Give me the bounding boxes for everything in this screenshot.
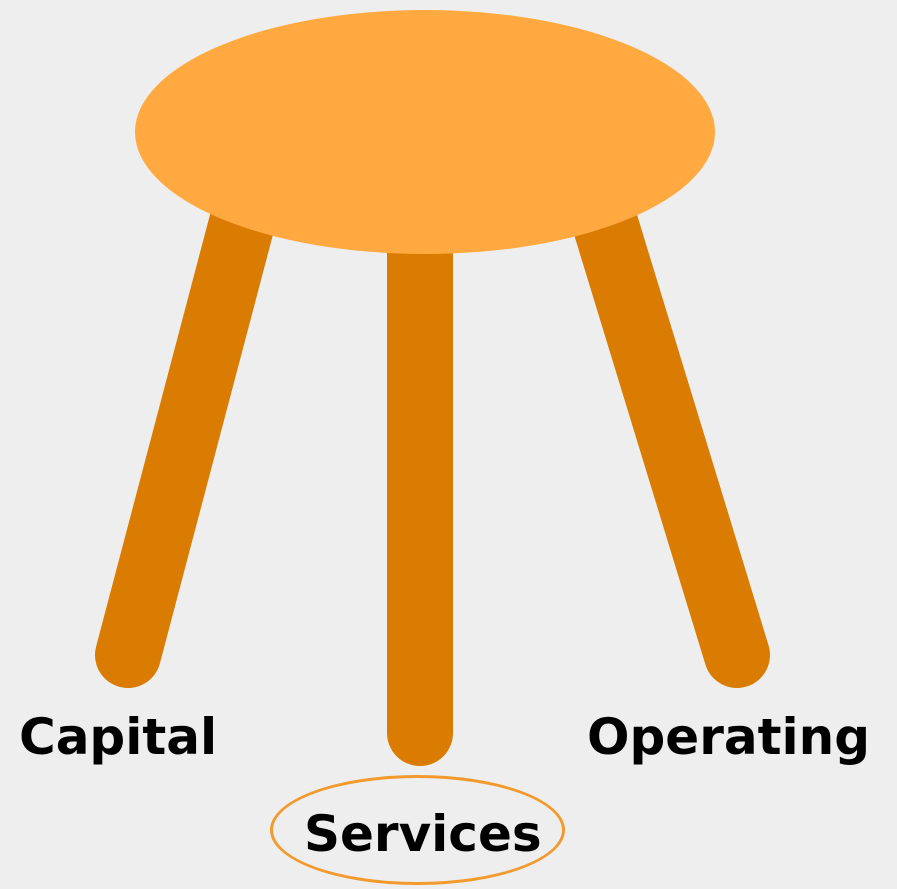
leg-label-services: Services	[304, 805, 542, 863]
services-highlight-ring	[270, 775, 565, 885]
stool-seat	[135, 10, 715, 254]
leg-operating	[565, 167, 770, 688]
leg-label-capital: Capital	[19, 708, 218, 766]
leg-label-operating: Operating	[587, 708, 871, 766]
leg-capital	[95, 167, 281, 688]
